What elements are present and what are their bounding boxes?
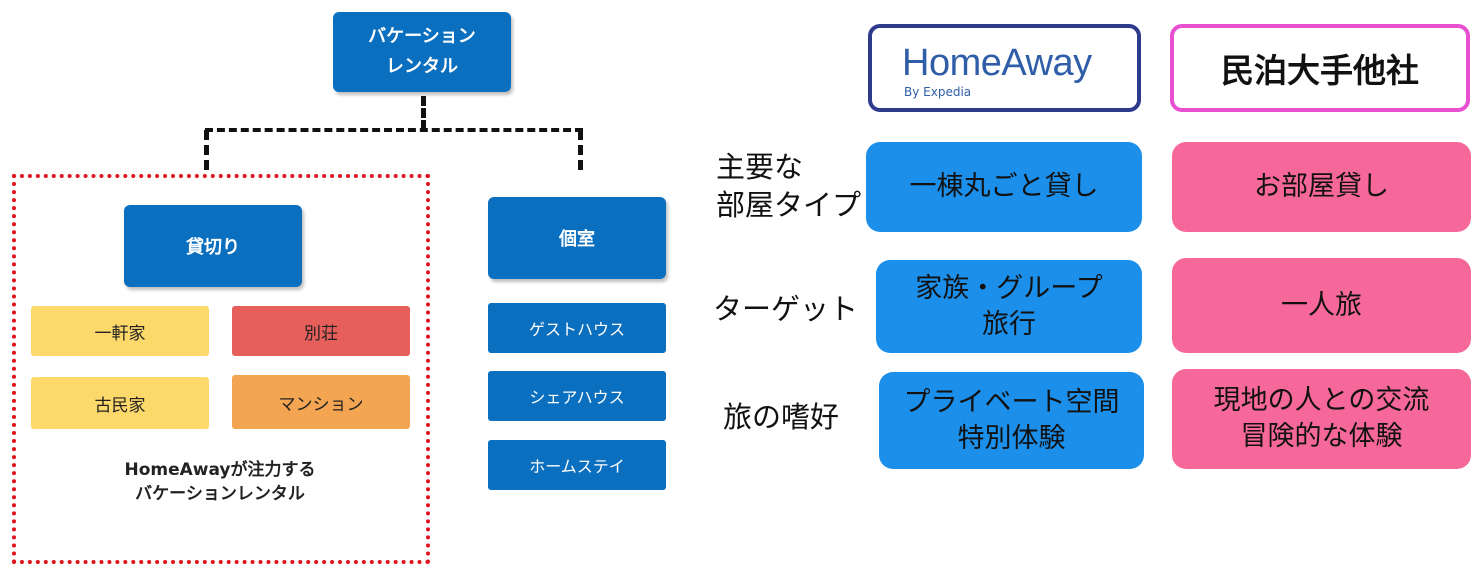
row-label-room-type: 主要な 部屋タイプ [716, 150, 862, 222]
homeaway-room-type: 一棟丸ごと貸し [866, 142, 1142, 232]
root-node-vacation-rental: バケーション レンタル [333, 12, 511, 92]
child-sharehouse: シェアハウス [488, 371, 666, 421]
type-condominium: マンション [232, 375, 410, 429]
homeaway-focus-caption: HomeAwayが注力する バケーションレンタル [124, 460, 316, 504]
homeaway-logo: HomeAway [902, 42, 1092, 84]
connector-left-down [204, 130, 209, 170]
row-label-travel-preference: 旅の嗜好 [723, 400, 840, 434]
competitor-room-type: お部屋貸し [1172, 142, 1471, 232]
competitor-header: 民泊大手他社 [1170, 24, 1470, 112]
homeaway-logo-header: HomeAway By Expedia [868, 24, 1141, 112]
type-old-folk-house: 古民家 [31, 377, 209, 429]
node-private-rental: 貸切り [124, 205, 302, 287]
competitor-travel-preference: 現地の人との交流 冒険的な体験 [1172, 369, 1471, 469]
connector-right-down [578, 130, 583, 170]
type-villa: 別荘 [232, 306, 410, 356]
homeaway-travel-preference: プライベート空間 特別体験 [879, 372, 1144, 469]
node-private-room: 個室 [488, 197, 666, 279]
child-homestay: ホームステイ [488, 440, 666, 490]
homeaway-target: 家族・グループ 旅行 [876, 260, 1142, 353]
competitor-target: 一人旅 [1172, 258, 1471, 353]
homeaway-logo-tagline: By Expedia [904, 85, 972, 99]
connector-root-down [421, 96, 426, 130]
type-detached-house: 一軒家 [31, 306, 209, 356]
child-guesthouse: ゲストハウス [488, 303, 666, 353]
connector-horizontal [205, 128, 583, 132]
row-label-target: ターゲット [713, 292, 859, 326]
